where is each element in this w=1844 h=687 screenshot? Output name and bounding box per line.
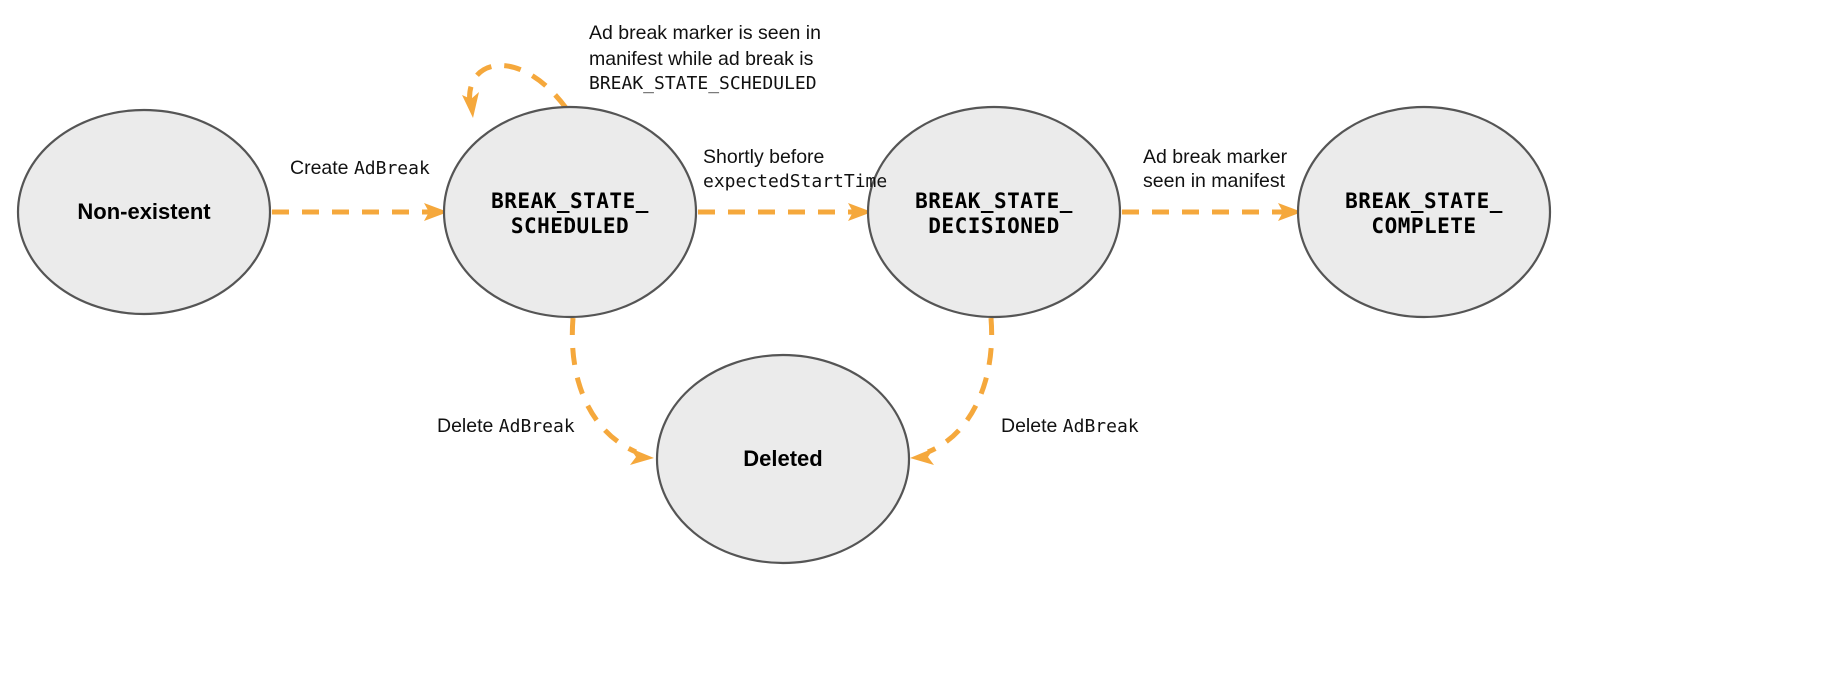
- edge-decisioned-to-deleted-arrowhead: [910, 448, 934, 465]
- edge-label-decisioned-to-deleted: Delete AdBreak: [1001, 415, 1139, 437]
- edge-scheduled-to-deleted: [569, 317, 654, 465]
- edge-label-scheduled-to-decisioned-line1: Shortly before: [703, 146, 824, 168]
- edge-label-layer: Create AdBreak Ad break marker is seen i…: [290, 22, 1288, 437]
- edge-label-decisioned-to-complete-line2: seen in manifest: [1143, 170, 1286, 192]
- node-break-state-decisioned-shape[interactable]: [866, 105, 1122, 319]
- edge-decisioned-to-deleted: [910, 317, 995, 465]
- edge-decisioned-to-complete-arrowhead: [1278, 203, 1302, 221]
- node-non-existent-shape[interactable]: [16, 108, 272, 316]
- edge-label-scheduled-self-loop-line2: manifest while ad break is: [589, 48, 814, 70]
- node-break-state-decisioned-label-line2: DECISIONED: [928, 214, 1059, 238]
- node-deleted-label: Deleted: [743, 446, 822, 471]
- edge-layer: [272, 63, 1302, 465]
- edge-label-scheduled-to-deleted-seg1: AdBreak: [499, 416, 575, 437]
- edge-label-scheduled-to-deleted: Delete AdBreak: [437, 415, 575, 437]
- edge-label-decisioned-to-deleted-seg0: Delete: [1001, 415, 1063, 437]
- edge-label-create-adbreak-seg1: AdBreak: [354, 158, 430, 179]
- edge-scheduled-self-loop-path: [467, 63, 569, 110]
- node-break-state-decisioned[interactable]: BREAK_STATE_ DECISIONED: [866, 105, 1122, 319]
- node-deleted-shape[interactable]: [655, 353, 911, 565]
- node-layer: Non-existent BREAK_STATE_ SCHEDULED BREA…: [16, 105, 1552, 565]
- node-break-state-complete-label-line1: BREAK_STATE_: [1345, 189, 1503, 213]
- edge-label-scheduled-to-deleted-seg0: Delete: [437, 415, 499, 437]
- edge-scheduled-to-deleted-path: [569, 317, 637, 455]
- node-break-state-scheduled-shape[interactable]: [442, 105, 698, 319]
- node-break-state-complete[interactable]: BREAK_STATE_ COMPLETE: [1296, 105, 1552, 319]
- edge-scheduled-self-loop: [462, 63, 569, 118]
- edge-create-adbreak-arrowhead: [424, 203, 448, 221]
- edge-label-decisioned-to-deleted-seg1: AdBreak: [1063, 416, 1139, 437]
- edge-label-scheduled-self-loop-line1: Ad break marker is seen in: [589, 22, 821, 44]
- edge-scheduled-to-decisioned-arrowhead: [848, 203, 872, 221]
- edge-label-scheduled-self-loop-line3: BREAK_STATE_SCHEDULED: [589, 73, 817, 94]
- edge-create-adbreak: [272, 203, 448, 221]
- edge-scheduled-to-decisioned: [698, 203, 872, 221]
- node-break-state-scheduled-label-line2: SCHEDULED: [511, 214, 629, 238]
- edge-decisioned-to-complete: [1122, 203, 1302, 221]
- node-break-state-scheduled-label-line1: BREAK_STATE_: [491, 189, 649, 213]
- edge-label-create-adbreak: Create AdBreak: [290, 157, 430, 179]
- node-break-state-complete-label-line2: COMPLETE: [1371, 214, 1476, 238]
- node-deleted[interactable]: Deleted: [655, 353, 911, 565]
- edge-label-scheduled-to-decisioned-line2: expectedStartTime: [703, 171, 887, 192]
- node-break-state-decisioned-label-line1: BREAK_STATE_: [915, 189, 1073, 213]
- edge-label-decisioned-to-complete-line1: Ad break marker: [1143, 146, 1288, 168]
- edge-label-create-adbreak-seg0: Create: [290, 157, 354, 179]
- edge-scheduled-self-loop-arrowhead: [462, 92, 479, 118]
- node-break-state-scheduled[interactable]: BREAK_STATE_ SCHEDULED: [442, 105, 698, 319]
- edge-scheduled-to-deleted-arrowhead: [630, 448, 654, 465]
- edge-decisioned-to-deleted-path: [927, 317, 995, 455]
- node-break-state-complete-shape[interactable]: [1296, 105, 1552, 319]
- node-non-existent-label: Non-existent: [77, 199, 211, 224]
- node-non-existent[interactable]: Non-existent: [16, 108, 272, 316]
